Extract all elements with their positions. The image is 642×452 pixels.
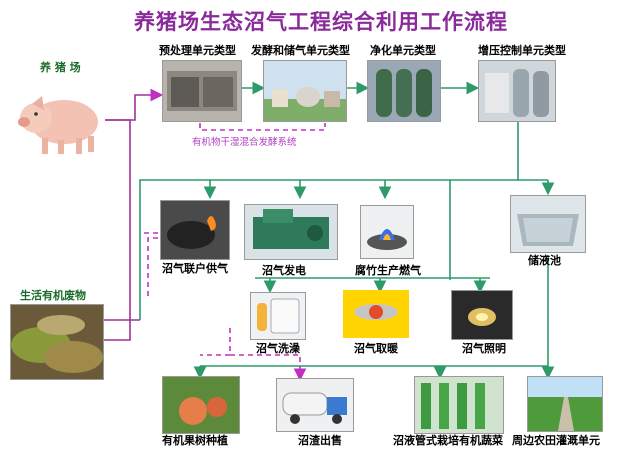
vegetables-label: 沼液管式栽培有机蔬菜	[393, 434, 503, 447]
tofu-skin-photo	[360, 205, 414, 259]
pressurization-photo	[478, 60, 556, 122]
vegetables-photo	[414, 376, 504, 434]
storage-pool-label: 储液池	[528, 254, 561, 267]
heating-photo	[343, 290, 409, 338]
storage-pool-photo	[510, 195, 586, 253]
power-photo	[244, 204, 338, 260]
tofu-skin-label: 腐竹生产燃气	[355, 264, 421, 277]
lighting-photo	[451, 290, 513, 340]
fermentation-storage-label: 发酵和储气单元类型	[251, 44, 350, 57]
fermentation-photo	[263, 60, 347, 122]
residue-sale-label: 沼渣出售	[298, 434, 342, 447]
residue-truck-photo	[276, 378, 354, 432]
pretreatment-photo	[162, 60, 242, 122]
system-note: 有机物干湿混合发酵系统	[192, 137, 297, 148]
lighting-label: 沼气照明	[462, 342, 506, 355]
fruit-photo	[162, 376, 240, 434]
household-gas-label: 沼气联户供气	[162, 262, 228, 275]
pretreatment-label: 预处理单元类型	[159, 44, 236, 57]
pig-farm-label: 养 猪 场	[40, 61, 81, 74]
organic-waste-photo	[10, 304, 104, 380]
irrigation-photo	[527, 376, 603, 432]
organic-waste-label: 生活有机废物	[20, 289, 86, 302]
heating-label: 沼气取暖	[354, 342, 398, 355]
fruit-label: 有机果树种植	[162, 434, 228, 447]
bath-photo	[250, 292, 306, 340]
household-gas-photo	[160, 200, 230, 260]
page-title: 养猪场生态沼气工程综合利用工作流程	[134, 9, 508, 34]
bath-label: 沼气洗澡	[256, 342, 300, 355]
pressurization-label: 增压控制单元类型	[478, 44, 566, 57]
pig-photo	[14, 78, 104, 160]
purification-photo	[367, 60, 441, 122]
power-label: 沼气发电	[262, 264, 306, 277]
purification-label: 净化单元类型	[370, 44, 436, 57]
irrigation-label: 周边农田灌溉单元	[512, 434, 600, 447]
